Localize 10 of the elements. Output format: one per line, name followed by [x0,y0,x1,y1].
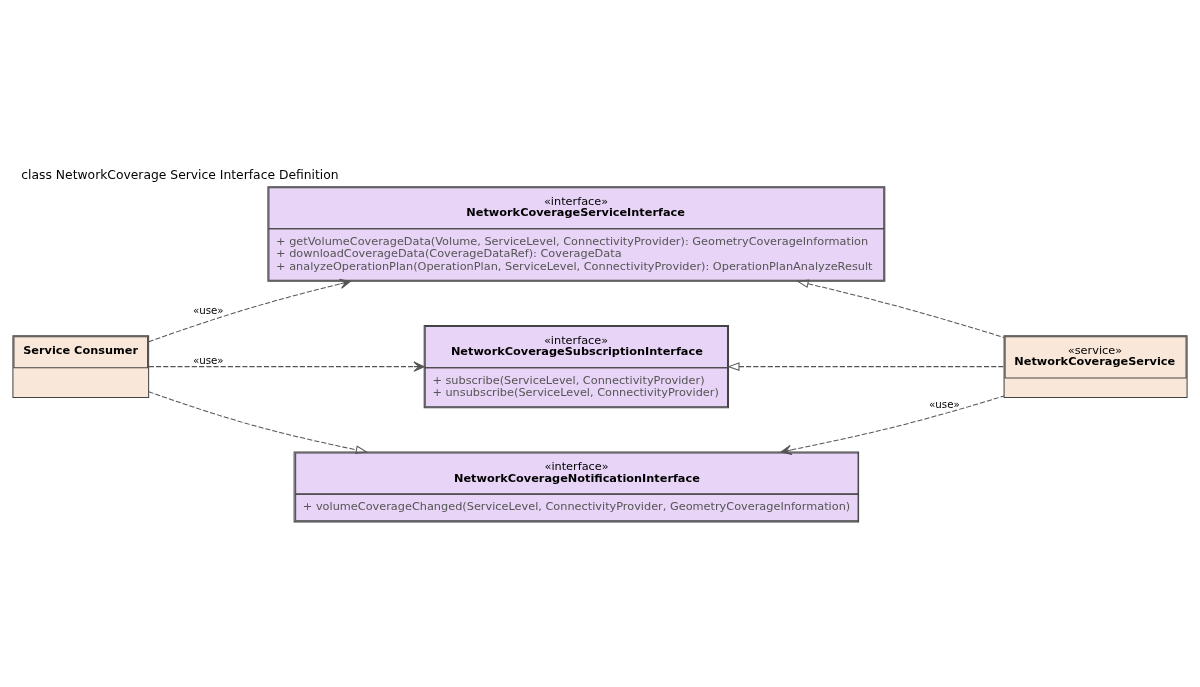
arrow [148,278,351,343]
arrow [796,279,1005,338]
arrow [727,362,1005,371]
arrow [148,361,425,372]
arrow [148,391,369,454]
edge-label: «use» [192,304,224,317]
edge-label: «use» [929,397,960,410]
arrow [780,395,1005,455]
diagram-title: class NetworkCoverage Service Interface Definition [21,168,339,183]
edge-label: «use» [192,353,224,366]
